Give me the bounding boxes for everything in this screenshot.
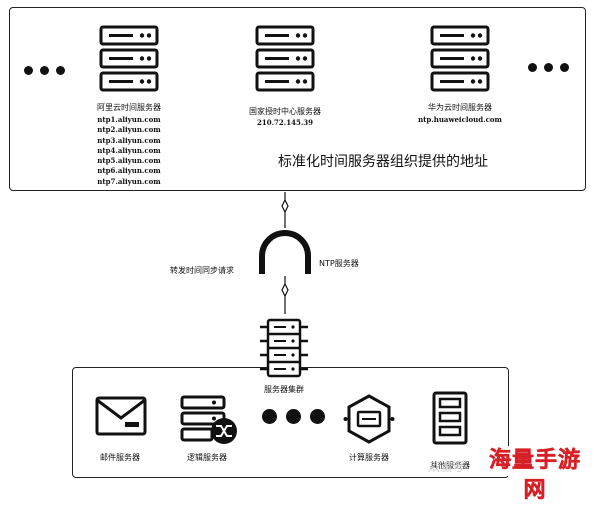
server-cluster-icon [260, 318, 308, 378]
other-server-label: 其他服务器 [430, 461, 470, 470]
aliyun-address-list: ntp1.aliyun.com ntp2.aliyun.com ntp3.ali… [97, 115, 160, 187]
server-rack-icon [432, 391, 468, 445]
more-right-icon [528, 63, 569, 72]
watermark-brand-text: 海量手游网 [488, 448, 581, 504]
top-panel [9, 7, 586, 191]
aliyun-address: ntp3.aliyun.com [97, 135, 161, 145]
aliyun-address: ntp1.aliyun.com [97, 115, 161, 124]
compute-server-label: 计算服务器 [349, 453, 389, 462]
top-panel-title: 标准化时间服务器组织提供的地址 [278, 154, 488, 170]
sync-connector [259, 192, 311, 314]
watermark-faint: 双鱼号 [428, 460, 465, 474]
aliyun-address: ntp6.aliyun.com [97, 166, 161, 176]
ntsc-server-label: 国家授时中心服务器 [249, 107, 321, 116]
ntsc-address: 210.72.145.39 [256, 118, 314, 127]
more-servers-icon [262, 409, 325, 424]
server-cluster-label: 服务器集群 [264, 385, 304, 394]
aliyun-server-icon [99, 25, 159, 92]
aliyun-address: ntp4.aliyun.com [97, 145, 161, 155]
forward-request-label: 转发时间同步请求 [170, 266, 234, 275]
ntp-server-label: NTP服务器 [319, 259, 359, 268]
aliyun-server-label: 阿里云时间服务器 [97, 103, 161, 112]
huaweicloud-address: ntp.huaweicloud.com [418, 115, 502, 124]
aliyun-address: ntp5.aliyun.com [97, 156, 161, 166]
compute-icon [343, 394, 395, 444]
mail-server-label: 邮件服务器 [100, 453, 140, 462]
aliyun-address: ntp2.aliyun.com [97, 125, 161, 135]
aliyun-address: ntp7.aliyun.com [97, 176, 161, 186]
watermark-brand: 海量手游网 [478, 446, 592, 503]
ntsc-server-icon [255, 25, 315, 92]
huaweicloud-server-label: 华为云时间服务器 [428, 103, 492, 112]
logic-server-label: 逻辑服务器 [187, 453, 227, 462]
more-left-icon [24, 66, 65, 75]
mail-icon [95, 396, 147, 436]
logic-server-icon [180, 395, 237, 444]
huaweicloud-server-icon [430, 25, 490, 92]
